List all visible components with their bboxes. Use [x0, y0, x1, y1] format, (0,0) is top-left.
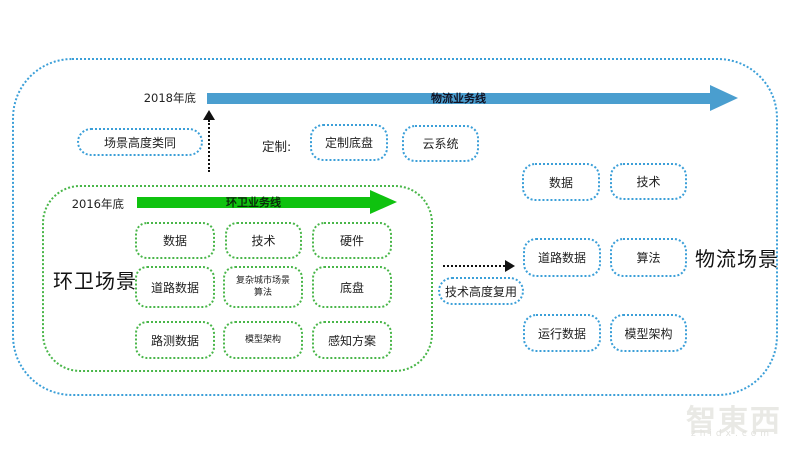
- logistics-box-model-architecture: 模型架构: [610, 314, 687, 352]
- horizontal-dashed-connector: [443, 265, 505, 267]
- sanitation-scene-title: 环卫场景: [53, 269, 137, 293]
- watermark-domain: zhidx.com: [691, 429, 774, 439]
- logistics-box-algorithm: 算法: [610, 238, 687, 277]
- custom-prefix-label: 定制:: [262, 139, 292, 154]
- sanitation-arrow-head-icon: [370, 190, 397, 214]
- sanitation-box-model-architecture: 模型架构: [223, 321, 303, 359]
- sanitation-arrow-bar: [137, 197, 370, 208]
- scene-similarity-pill: 场景高度类同: [77, 128, 203, 156]
- custom-chassis-box: 定制底盘: [310, 124, 388, 161]
- sanitation-box-hardware: 硬件: [312, 222, 392, 259]
- logistics-arrow-bar: [207, 93, 710, 104]
- year-label-2018: 2018年底: [143, 91, 196, 105]
- right-arrow-icon: [505, 260, 515, 272]
- sanitation-box-road-data: 道路数据: [135, 266, 215, 308]
- sanitation-arrow-label: 环卫业务线: [226, 196, 281, 209]
- up-arrow-icon: [203, 110, 215, 120]
- sanitation-box-road-test-data: 路测数据: [135, 321, 215, 359]
- cloud-system-box: 云系统: [402, 125, 479, 162]
- watermark-brand: 智東西: [686, 404, 782, 439]
- sanitation-box-chassis: 底盘: [312, 266, 392, 308]
- sanitation-box-tech: 技术: [225, 222, 302, 259]
- tech-reuse-pill: 技术高度复用: [438, 277, 524, 305]
- logistics-box-operation-data: 运行数据: [523, 314, 601, 352]
- sanitation-box-data: 数据: [135, 222, 215, 259]
- sanitation-box-complex-urban-algorithm: 复杂城市场景 算法: [223, 266, 303, 308]
- logistics-box-tech: 技术: [610, 163, 687, 200]
- logistics-box-data: 数据: [522, 163, 600, 201]
- logistics-scene-title: 物流场景: [695, 247, 779, 271]
- sanitation-boundary: [42, 185, 433, 372]
- year-label-2016: 2016年底: [71, 197, 124, 211]
- logistics-arrow-label: 物流业务线: [431, 92, 486, 105]
- logistics-boundary: [12, 58, 778, 396]
- logistics-box-road-data: 道路数据: [523, 238, 601, 277]
- logistics-arrow-head-icon: [710, 85, 738, 111]
- vertical-dashed-connector: [208, 120, 210, 172]
- sanitation-box-perception-plan: 感知方案: [312, 321, 392, 359]
